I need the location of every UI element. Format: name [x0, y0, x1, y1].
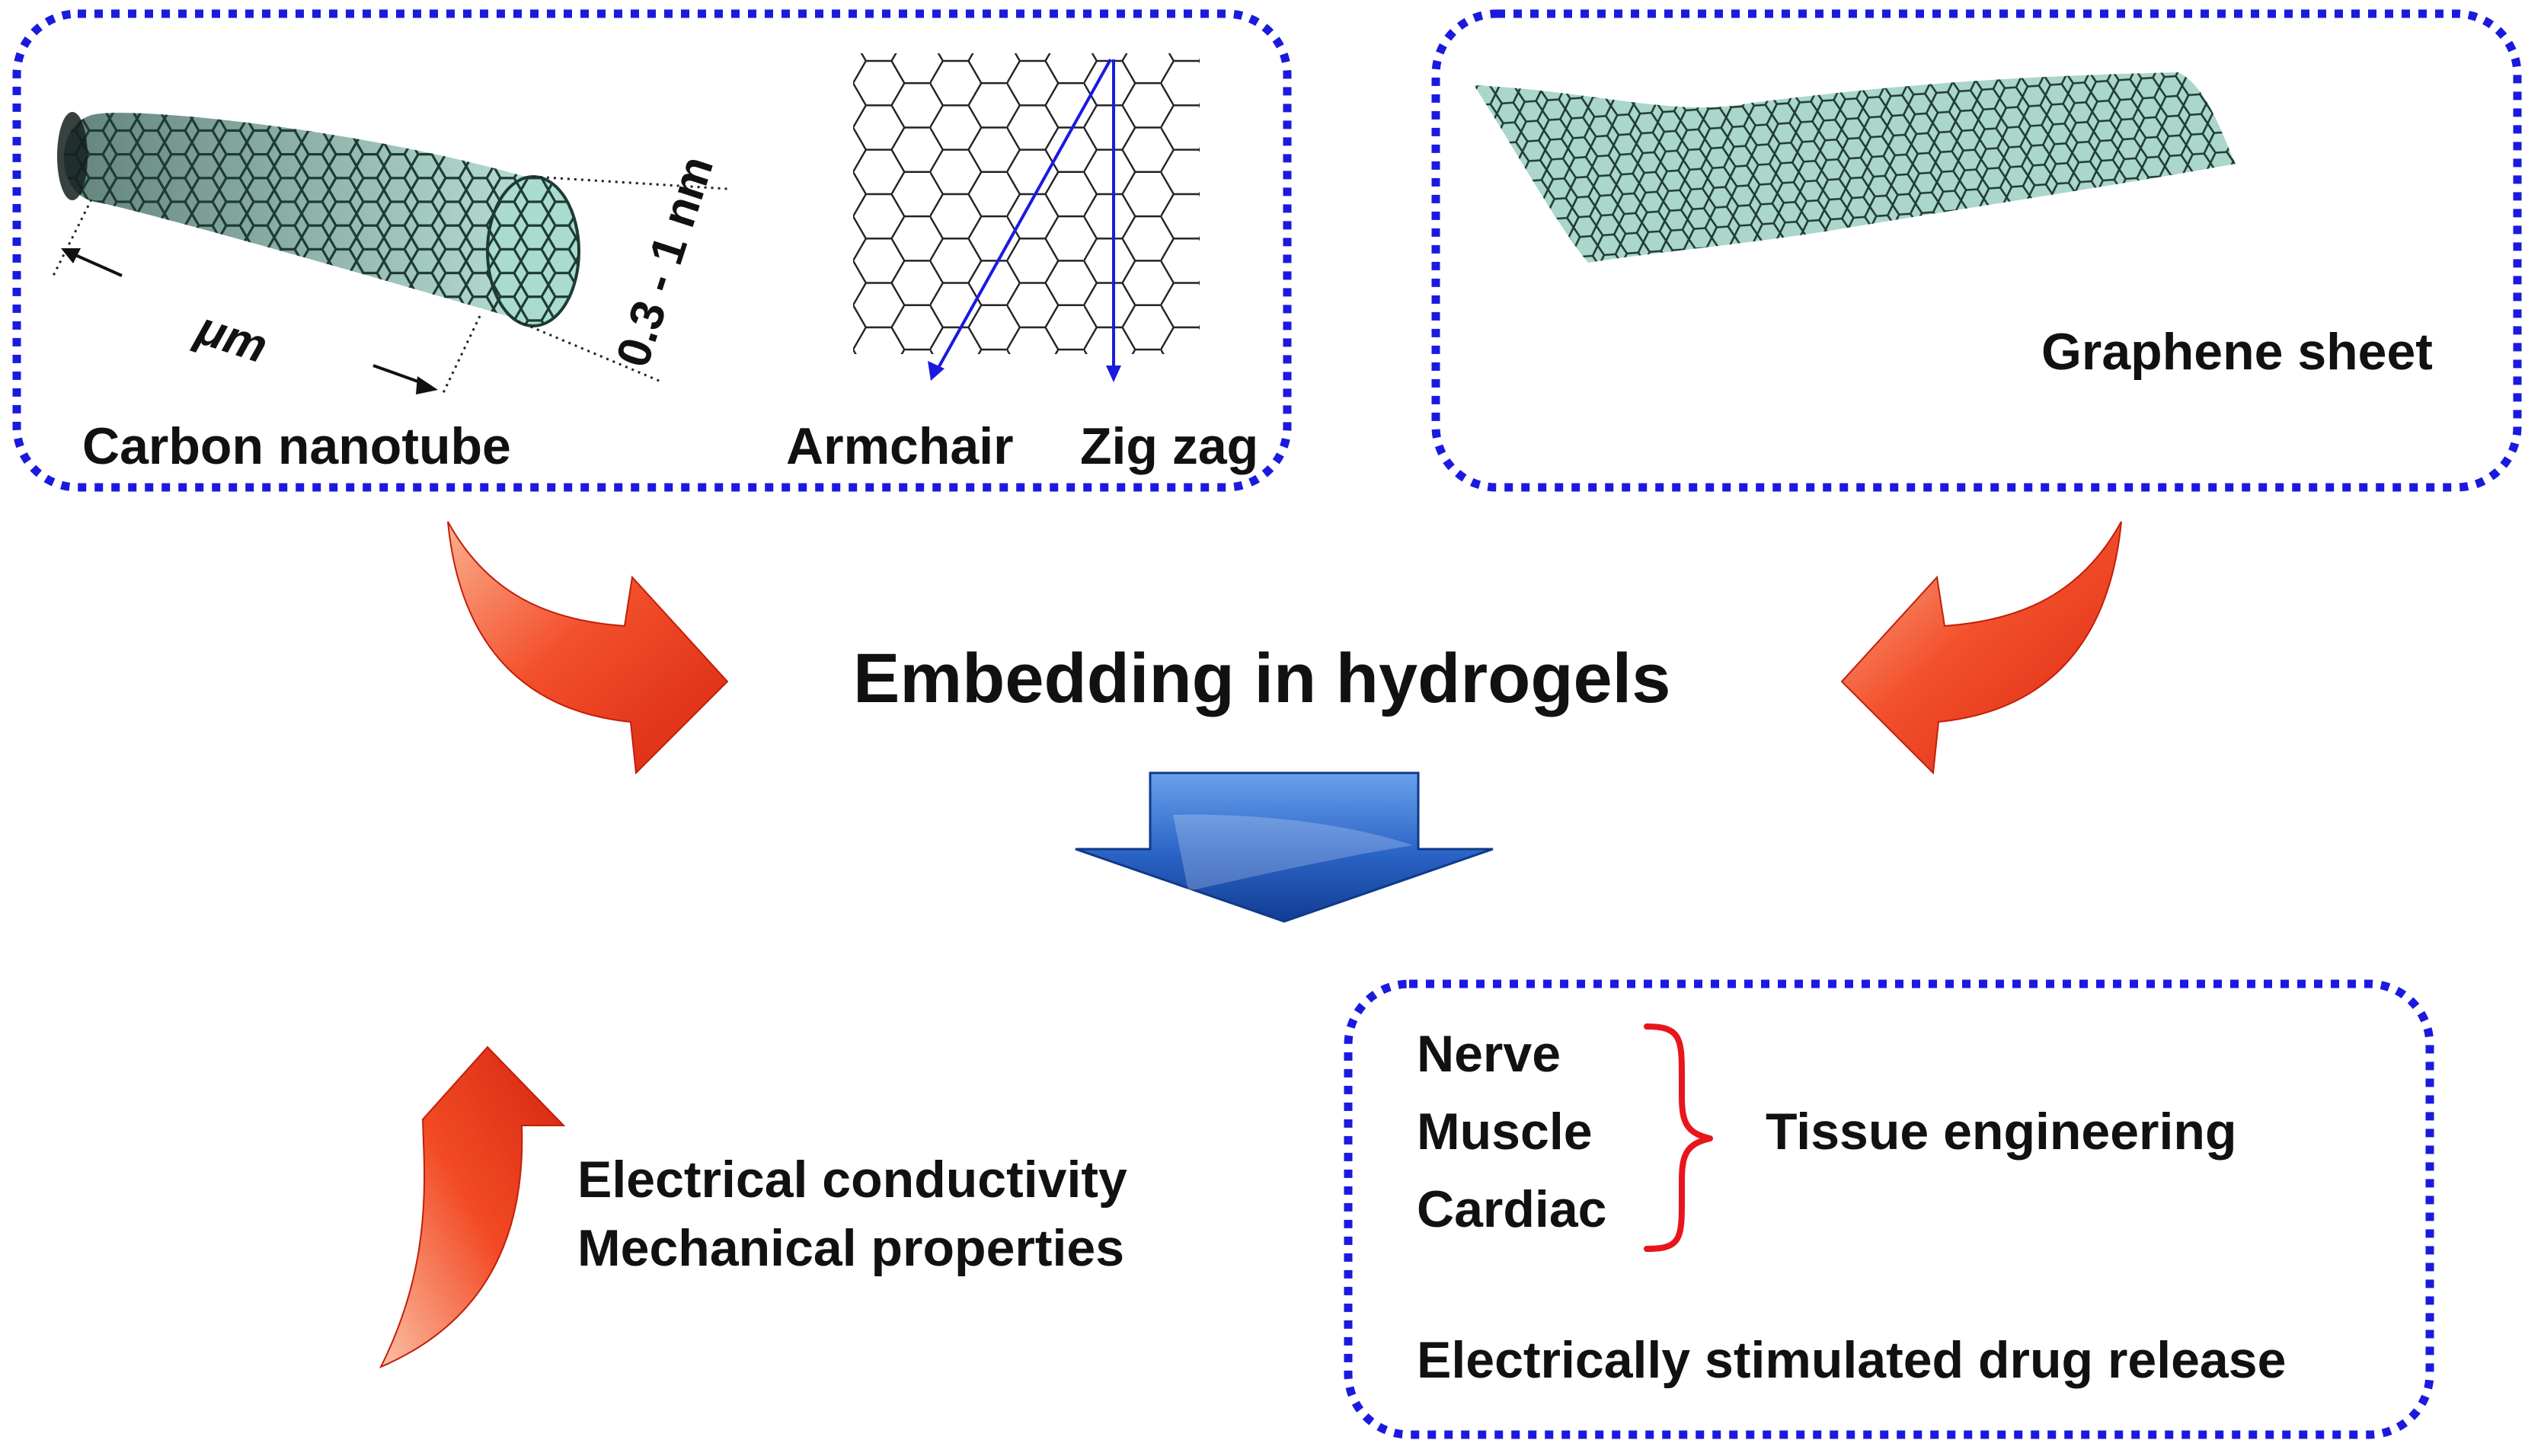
curved-red-arrow-right-icon	[447, 521, 729, 775]
carbon-nanotube-label: Carbon nanotube	[82, 417, 511, 475]
applications-box-border	[1344, 979, 2434, 1439]
center-title: Embedding in hydrogels	[853, 640, 1671, 717]
property-electrical-conductivity: Electrical conductivity	[577, 1151, 1127, 1209]
armchair-label: Armchair	[786, 417, 1014, 475]
curved-red-arrow-left-icon	[1840, 521, 2122, 775]
carbon-nanotube-illustration	[52, 112, 728, 397]
graphene-sheet-illustration	[1474, 72, 2236, 263]
property-mechanical-properties: Mechanical properties	[577, 1219, 1125, 1277]
nanotube-box-border	[12, 9, 1292, 492]
tissue-engineering-label: Tissue engineering	[1766, 1103, 2237, 1161]
application-item-cardiac: Cardiac	[1417, 1180, 1607, 1238]
blue-down-arrow-icon	[1075, 771, 1494, 923]
application-item-nerve: Nerve	[1417, 1025, 1561, 1083]
curly-brace-icon	[1644, 1023, 1713, 1252]
graphene-box-border	[1431, 9, 2522, 492]
drug-release-label: Electrically stimulated drug release	[1417, 1331, 2287, 1389]
zig-zag-label: Zig zag	[1080, 417, 1259, 475]
graphene-sheet-label: Graphene sheet	[2041, 323, 2433, 381]
curved-red-arrow-up-icon	[379, 1046, 566, 1368]
application-item-muscle: Muscle	[1417, 1103, 1593, 1161]
hexagonal-lattice-diagram	[853, 53, 1200, 382]
